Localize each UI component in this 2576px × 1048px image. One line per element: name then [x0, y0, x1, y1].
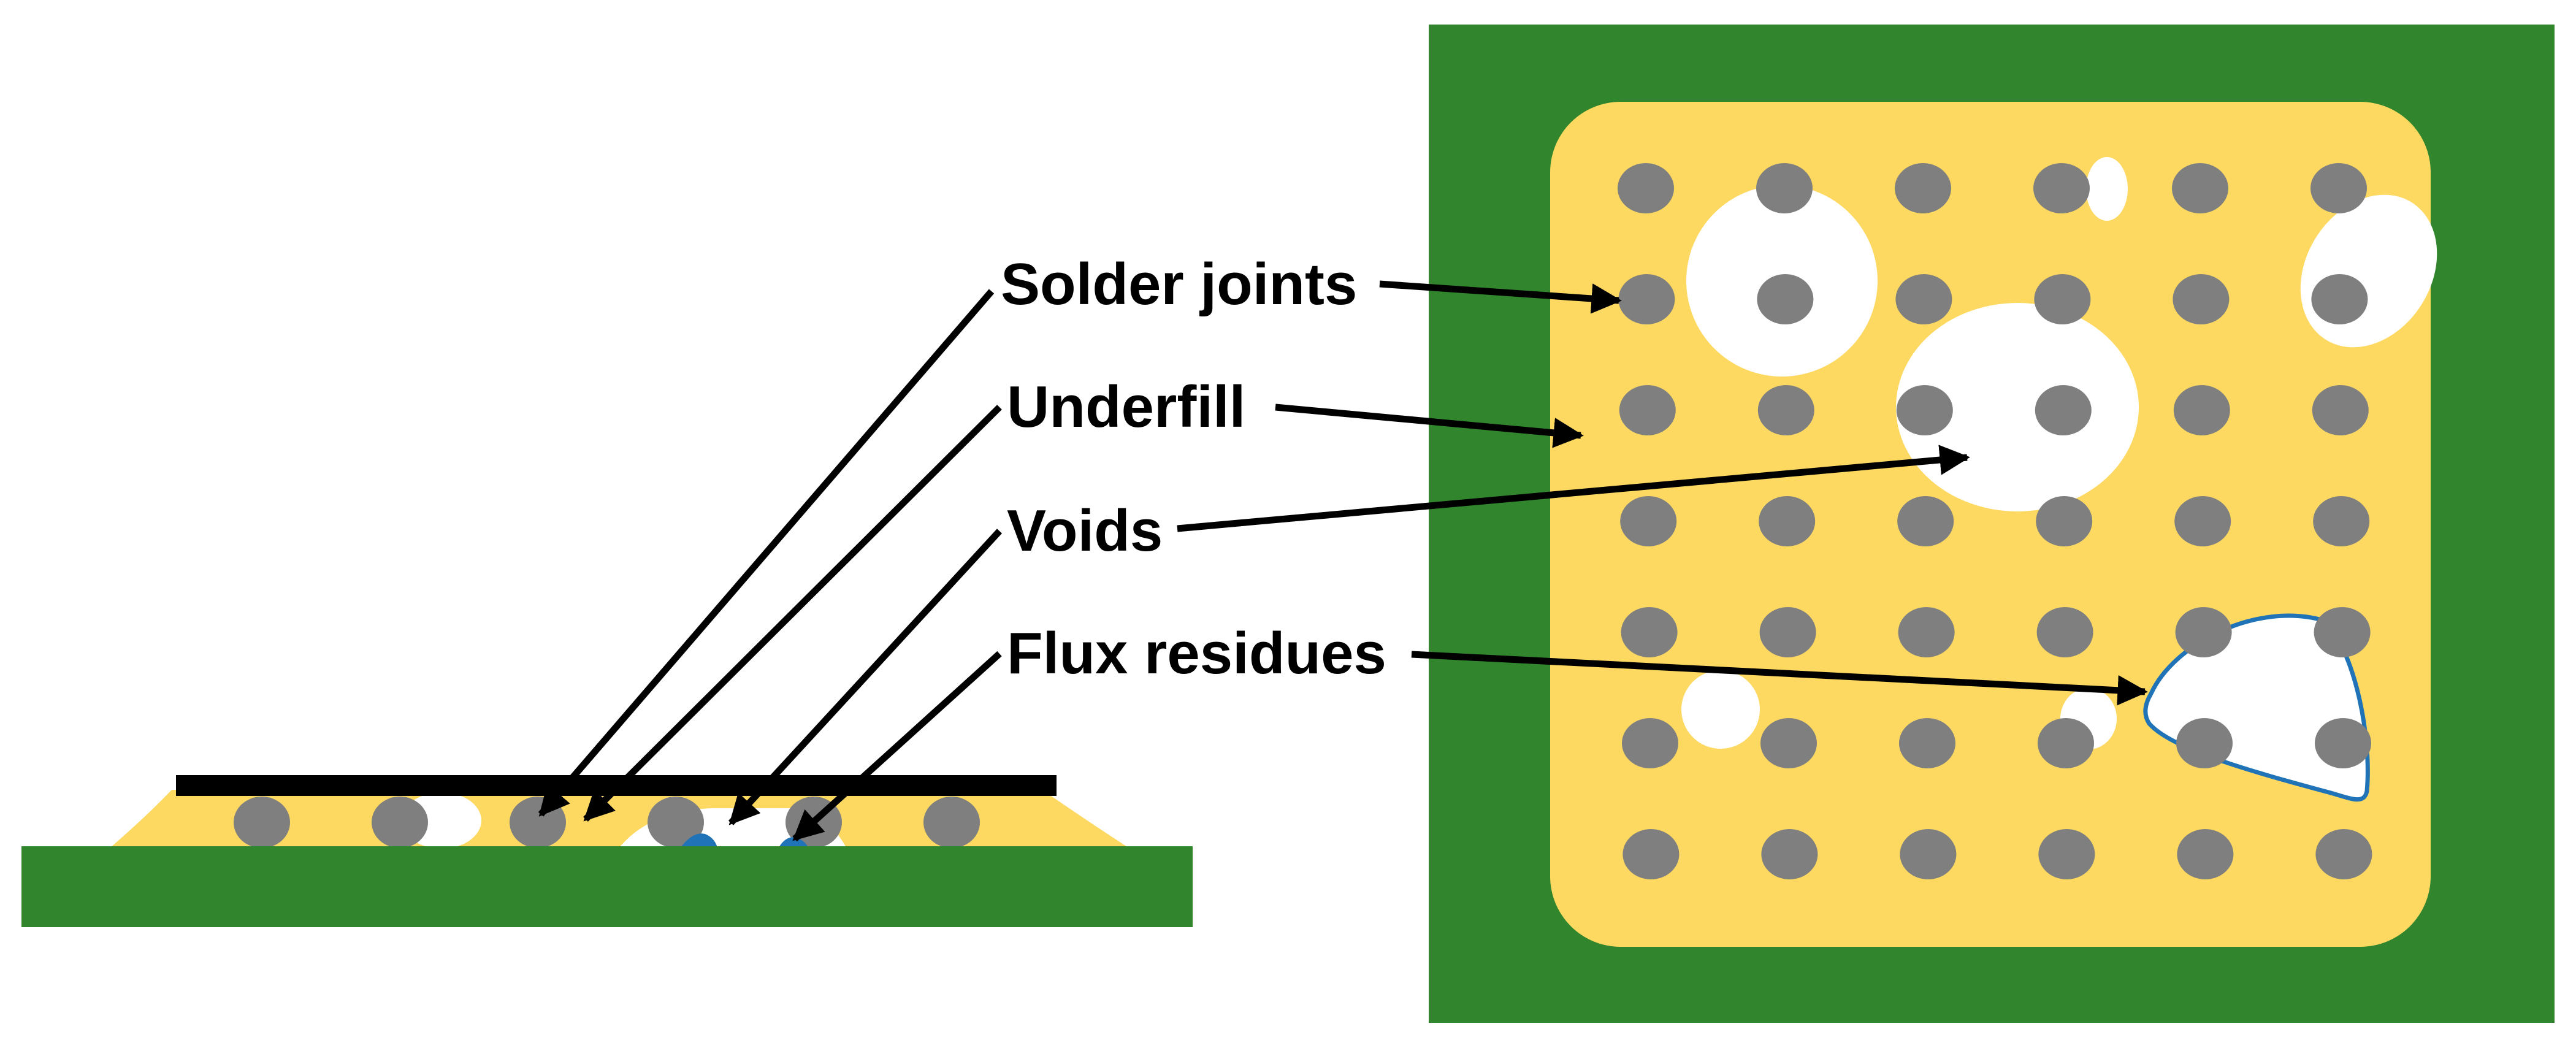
top-view-solder-joint	[1900, 829, 1957, 879]
top-view-solder-joint	[2315, 718, 2371, 768]
solder-joints-label: Solder joints	[1001, 251, 1357, 317]
underfill-label: Underfill	[1007, 374, 1245, 440]
top-view-solder-joint	[1620, 496, 1677, 546]
underfill-arrow-to-cross-section	[583, 405, 1002, 822]
solder-joints-arrow-to-top-view	[1379, 280, 1622, 314]
top-view-solder-joint	[2176, 718, 2233, 768]
cross-section-flux-residue	[681, 833, 717, 847]
flux-residues-arrow-to-cross-section	[792, 651, 1002, 842]
top-view-flux-residue	[2143, 613, 2370, 802]
top-view-void	[1681, 670, 1760, 749]
cross-section-solder-joint	[372, 797, 428, 848]
top-view-solder-joint	[1899, 718, 1955, 768]
top-view-solder-joint	[2314, 607, 2371, 657]
top-view-solder-joint	[2174, 496, 2231, 546]
flux-residues-arrow-to-top-view	[1411, 651, 2148, 706]
top-view-solder-joint	[2313, 496, 2370, 546]
underfill-arrow-to-top-view	[1275, 404, 1584, 448]
top-view-solder-joint	[1896, 385, 1953, 435]
cross-section-substrate	[21, 846, 1193, 927]
top-view-underfill	[1550, 102, 2431, 947]
top-view-solder-joint	[1756, 163, 1813, 213]
top-view-solder-joint	[2038, 718, 2094, 768]
top-view-solder-joint	[1898, 607, 1955, 657]
top-view-solder-joint	[1757, 274, 1814, 324]
top-view-solder-joint	[2036, 496, 2093, 546]
top-view-solder-joint	[1897, 496, 1954, 546]
top-view-solder-joint	[1895, 163, 1951, 213]
top-view-solder-joint	[1759, 496, 1816, 546]
top-view-void	[2086, 157, 2128, 221]
top-view-solder-joint	[1619, 385, 1676, 435]
top-view-solder-joint	[2035, 385, 2092, 435]
top-view-solder-joint	[2175, 607, 2232, 657]
voids-arrow-to-cross-section	[728, 529, 1003, 825]
top-view-solder-joint	[2036, 607, 2093, 657]
cross-section-underfill	[110, 790, 1128, 847]
top-view-solder-joint	[2177, 829, 2234, 879]
cross-section-solder-joint	[510, 797, 566, 848]
flux-residues-label: Flux residues	[1007, 621, 1386, 686]
top-view-solder-joint	[1622, 829, 1680, 879]
top-view-solder-joint	[1618, 274, 1675, 324]
top-view-solder-joint	[2173, 385, 2230, 435]
top-view-solder-joint	[2315, 829, 2372, 879]
top-view-solder-joint	[2312, 385, 2369, 435]
top-view-solder-joint	[2173, 274, 2230, 324]
top-view-solder-joint	[1759, 607, 1816, 657]
cross-section-solder-joint	[923, 797, 980, 848]
top-view-solder-joint	[2034, 274, 2091, 324]
top-view-solder-joint	[2172, 163, 2228, 213]
top-view-solder-joint	[1622, 718, 1678, 768]
top-view-solder-joint	[2033, 163, 2090, 213]
top-view-solder-joint	[2311, 274, 2368, 324]
top-view-solder-joint	[2038, 829, 2095, 879]
voids-label: Voids	[1007, 498, 1163, 564]
cross-section-solder-joint	[234, 797, 290, 848]
top-view-solder-joints	[1618, 163, 2372, 879]
top-view-solder-joint	[1760, 718, 1817, 768]
top-view-solder-joint	[2310, 163, 2367, 213]
cross-section-solder-joint	[648, 797, 704, 848]
top-view-solder-joint	[1621, 607, 1678, 657]
top-view-solder-joint	[1761, 829, 1818, 879]
top-view-solder-joint	[1895, 274, 1952, 324]
top-view	[1429, 25, 2555, 1023]
voids-arrow-to-top-view	[1177, 445, 1970, 532]
leader-lines	[538, 280, 2148, 842]
top-view-solder-joint	[1618, 163, 1674, 213]
solder-joints-arrow-to-cross-section	[538, 289, 995, 817]
top-view-solder-joint	[1757, 385, 1814, 435]
